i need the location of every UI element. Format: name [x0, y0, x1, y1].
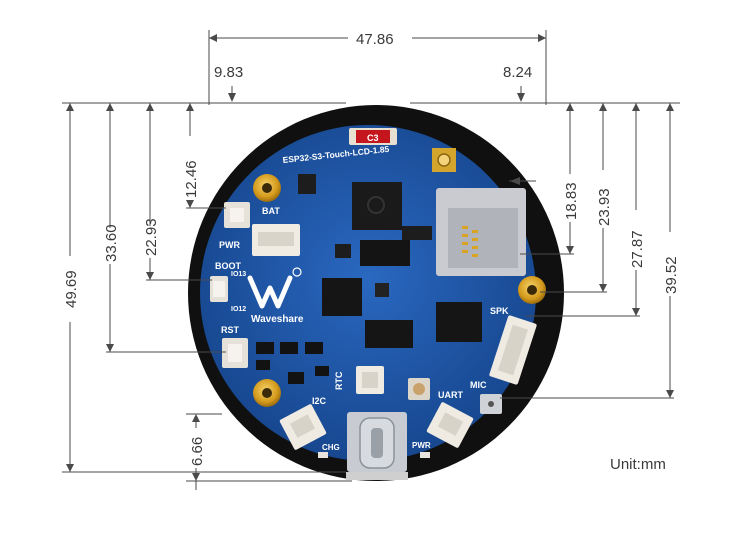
- rtc-label: RTC: [334, 371, 344, 390]
- spk-label: SPK: [490, 306, 509, 316]
- dim-right-mic: 39.52: [663, 256, 680, 294]
- rst-button: [222, 338, 248, 368]
- waveshare-logo: [247, 267, 302, 309]
- uart-label: UART: [438, 390, 463, 400]
- transistor-row: [256, 342, 329, 384]
- imu-chip: [375, 283, 389, 297]
- pwr-button: [224, 202, 250, 228]
- board: C3 ESP32-S3-Touch-LCD-1.85: [188, 105, 564, 481]
- chg-label: CHG: [322, 443, 340, 452]
- bat-label: BAT: [262, 206, 280, 216]
- fpc-label-strip: [346, 472, 408, 480]
- small-chip-3: [335, 244, 351, 258]
- dim-top-left-offset: 9.83: [214, 64, 243, 81]
- unit-label: Unit:mm: [610, 456, 666, 473]
- svg-text:C3: C3: [367, 133, 379, 143]
- boot-button: [210, 276, 228, 302]
- dim-right-spk: 27.87: [629, 230, 646, 268]
- small-button: [408, 378, 430, 400]
- dim-top-total: 47.86: [356, 31, 394, 48]
- dim-left-outer: 49.69: [63, 270, 80, 308]
- small-chip: [298, 174, 316, 194]
- pwr-led-label: PWR: [412, 441, 431, 450]
- flash-chip: [360, 240, 410, 266]
- mounting-hole-top-left: [253, 174, 281, 202]
- dim-right-sd: 18.83: [563, 182, 580, 220]
- usb-c-port: [347, 412, 407, 472]
- io13-label: IO13: [231, 271, 246, 278]
- i2c-connector: [279, 404, 327, 450]
- dim-left-bottom: 6.66: [189, 437, 206, 466]
- chg-led: [318, 452, 328, 458]
- brand-label: Waveshare: [251, 314, 304, 325]
- mounting-hole-right: [518, 276, 546, 304]
- dim-left-boot: 22.93: [143, 218, 160, 256]
- pmu-chip: [322, 278, 362, 316]
- dim-left-pwr: 12.46: [183, 160, 200, 198]
- uart-connector: [426, 402, 474, 448]
- esp32-chip: [352, 182, 402, 230]
- rtc-connector: [356, 366, 384, 394]
- battery-connector: [252, 224, 300, 256]
- audio-chip-1: [365, 320, 413, 348]
- pwr-label: PWR: [219, 240, 240, 250]
- boot-label: BOOT: [215, 261, 242, 271]
- mounting-hole-bottom-left: [253, 379, 281, 407]
- io12-label: IO12: [231, 306, 246, 313]
- pwr-led: [420, 452, 430, 458]
- mic-label: MIC: [470, 380, 487, 390]
- speaker-connector: [489, 315, 537, 385]
- microsd-slot: [436, 188, 526, 276]
- dim-top-right-offset: 8.24: [503, 64, 532, 81]
- i2c-label: I2C: [312, 396, 327, 406]
- dimension-arrows: [66, 34, 674, 481]
- rst-label: RST: [221, 325, 240, 335]
- dim-left-rst: 33.60: [103, 224, 120, 262]
- dim-right-hole: 23.93: [596, 188, 613, 226]
- small-chip-2: [402, 226, 432, 240]
- audio-chip-2: [436, 302, 482, 342]
